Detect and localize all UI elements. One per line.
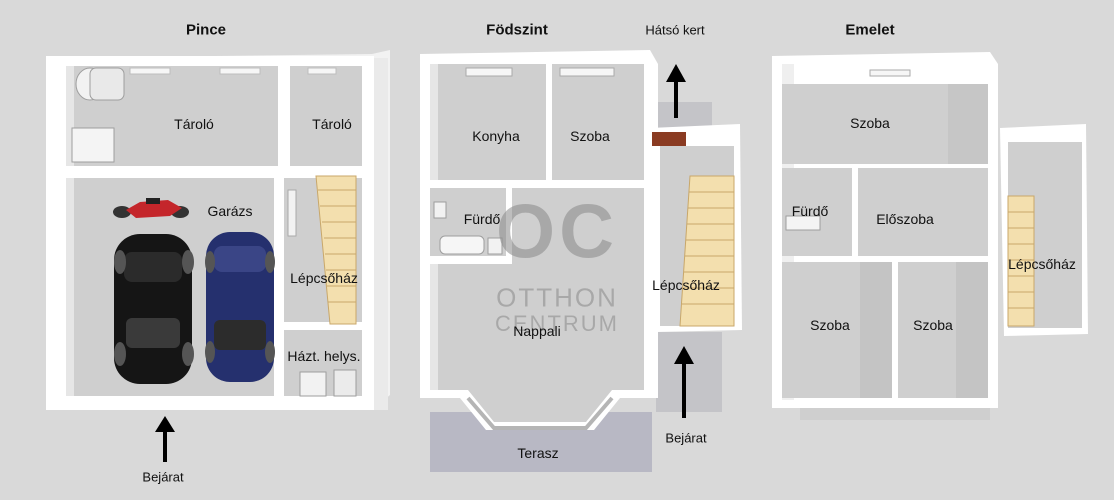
label-terasz: Terasz [517,445,559,461]
label-furdo-upper: Fürdő [791,203,829,219]
label-eloszoba: Előszoba [876,211,934,227]
car-blue-icon [205,232,275,382]
boiler-icon [75,67,125,101]
label-konyha: Konyha [472,128,520,144]
car-black-icon [114,234,194,384]
label-back-garden: Hátsó kert [645,22,705,38]
label-szoba-top: Szoba [850,115,890,131]
upper-floor [772,52,1088,420]
basement-floor [46,50,390,462]
motorbike-icon [113,198,189,218]
room-nappali [430,264,644,422]
back-garden-arrow [666,64,686,118]
label-entrance-basement: Bejárat [142,469,184,485]
entrance-arrow-ground [674,346,694,418]
floor-title-pince: Pince [185,21,227,39]
entrance-arrow-basement [155,416,175,462]
label-lepcsohaz-ground: Lépcsőház [652,277,720,293]
washing-machine-icon [71,127,115,163]
label-szoba-right: Szoba [913,317,953,333]
watermark-line2: CENTRUM [495,311,619,336]
back-door-icon [652,132,686,146]
label-szoba-ground: Szoba [570,128,610,144]
label-furdo-ground: Fürdő [463,211,501,227]
label-tarolo-1: Tároló [174,116,214,132]
ground-floor [420,50,742,472]
label-garazs: Garázs [207,203,253,219]
room-szoba-top [782,84,948,164]
watermark-logo: OC [496,189,618,275]
label-szoba-left: Szoba [810,317,850,333]
stairs-upper-icon [1007,195,1035,327]
label-tarolo-2: Tároló [312,116,352,132]
room-tarolo-2 [290,66,362,166]
room-konyha [430,64,546,180]
label-lepcsohaz-upper: Lépcsőház [1008,256,1076,272]
room-szoba-ground [552,64,644,180]
watermark-line1: OTTHON [496,282,618,313]
label-hazt-helys: Házt. helys. [287,348,361,364]
stairs-basement-icon [315,175,357,325]
floor-title-emelet: Emelet [845,21,895,39]
room-furdo-upper [782,168,852,256]
room-eloszoba [858,168,988,256]
stairs-ground-icon [679,175,735,327]
label-lepcsohaz-basement: Lépcsőház [290,270,358,286]
label-entrance-ground: Bejárat [665,430,707,446]
bathtub-icon [439,235,485,255]
label-nappali: Nappali [513,323,561,339]
floor-title-fodszint: Födszint [486,21,548,39]
